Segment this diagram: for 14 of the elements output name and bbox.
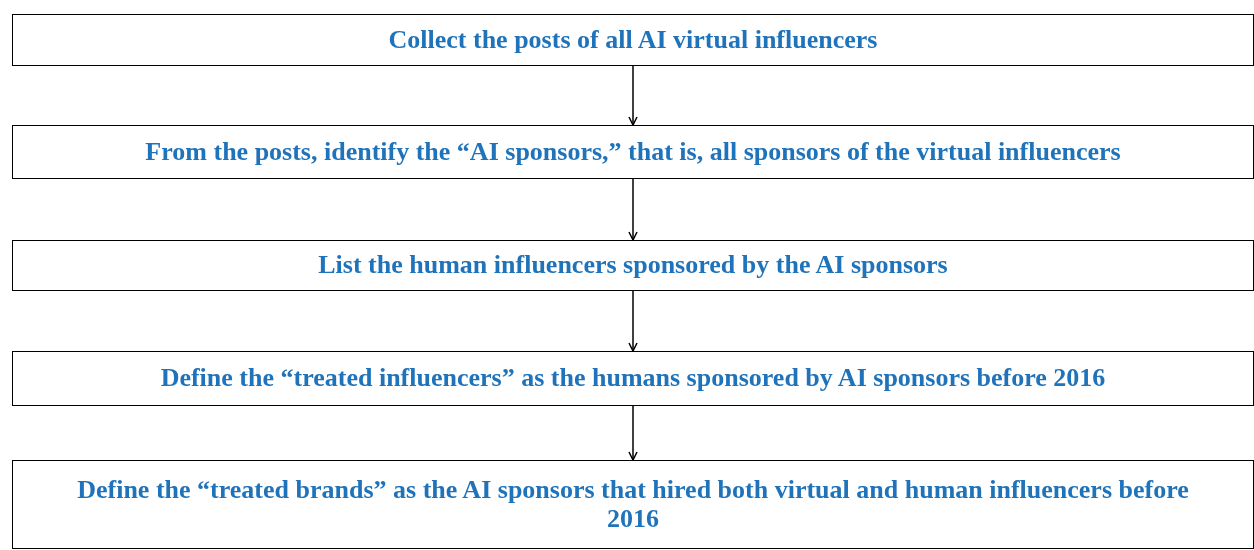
arrow [628, 405, 638, 461]
process-box [12, 351, 1254, 406]
process-box [12, 125, 1254, 179]
step-text: From the posts, identify the “AI sponsors,” that is, all sponsors of the virtual influencers [144, 137, 1122, 167]
step-text: List the human influencers sponsored by the AI sponsors [317, 251, 949, 280]
process-box [12, 240, 1254, 291]
step-text: Collect the posts of all AI virtual influencers [387, 25, 879, 55]
process-box [12, 14, 1254, 66]
step-text: Define the “treated influencers” as the humans sponsored by AI sponsors before 2016 [159, 364, 1107, 393]
arrow [628, 290, 638, 352]
arrow [628, 65, 638, 126]
step-text: Define the “treated brands” as the AI sponsors that hired both virtual and human influencers before 2016 [76, 475, 1190, 534]
arrow [628, 178, 638, 241]
process-box [12, 460, 1254, 549]
